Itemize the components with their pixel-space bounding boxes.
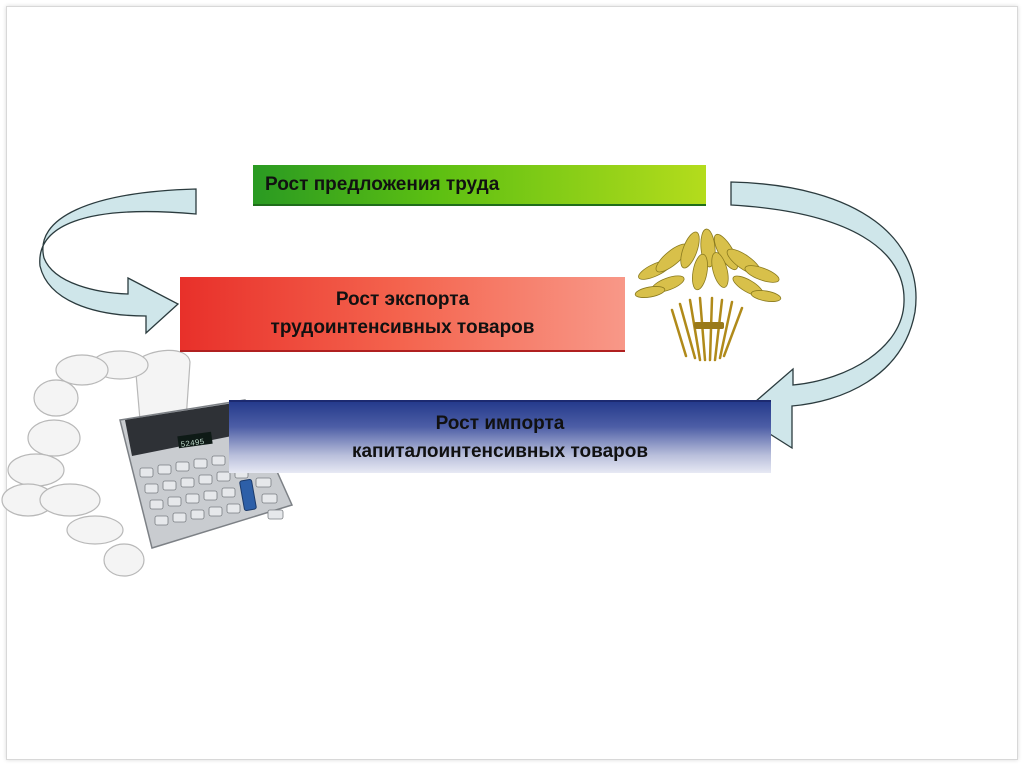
import-label-line1: Рост импорта [435,412,565,434]
import-label-line2: капиталоинтенсивных товаров [351,440,649,462]
left-curved-arrow [39,188,197,335]
export-label-line1: Рост экспорта [335,288,470,310]
labor-supply-box: Рост предложения труда [253,165,706,206]
export-box: Рост экспорта трудоинтенсивных товаров [180,277,625,352]
labor-supply-label: Рост предложения труда [265,173,500,195]
svg-text:52495: 52495 [180,438,205,450]
export-label-line2: трудоинтенсивных товаров [270,316,535,338]
import-box: Рост импорта капиталоинтенсивных товаров [229,400,771,473]
